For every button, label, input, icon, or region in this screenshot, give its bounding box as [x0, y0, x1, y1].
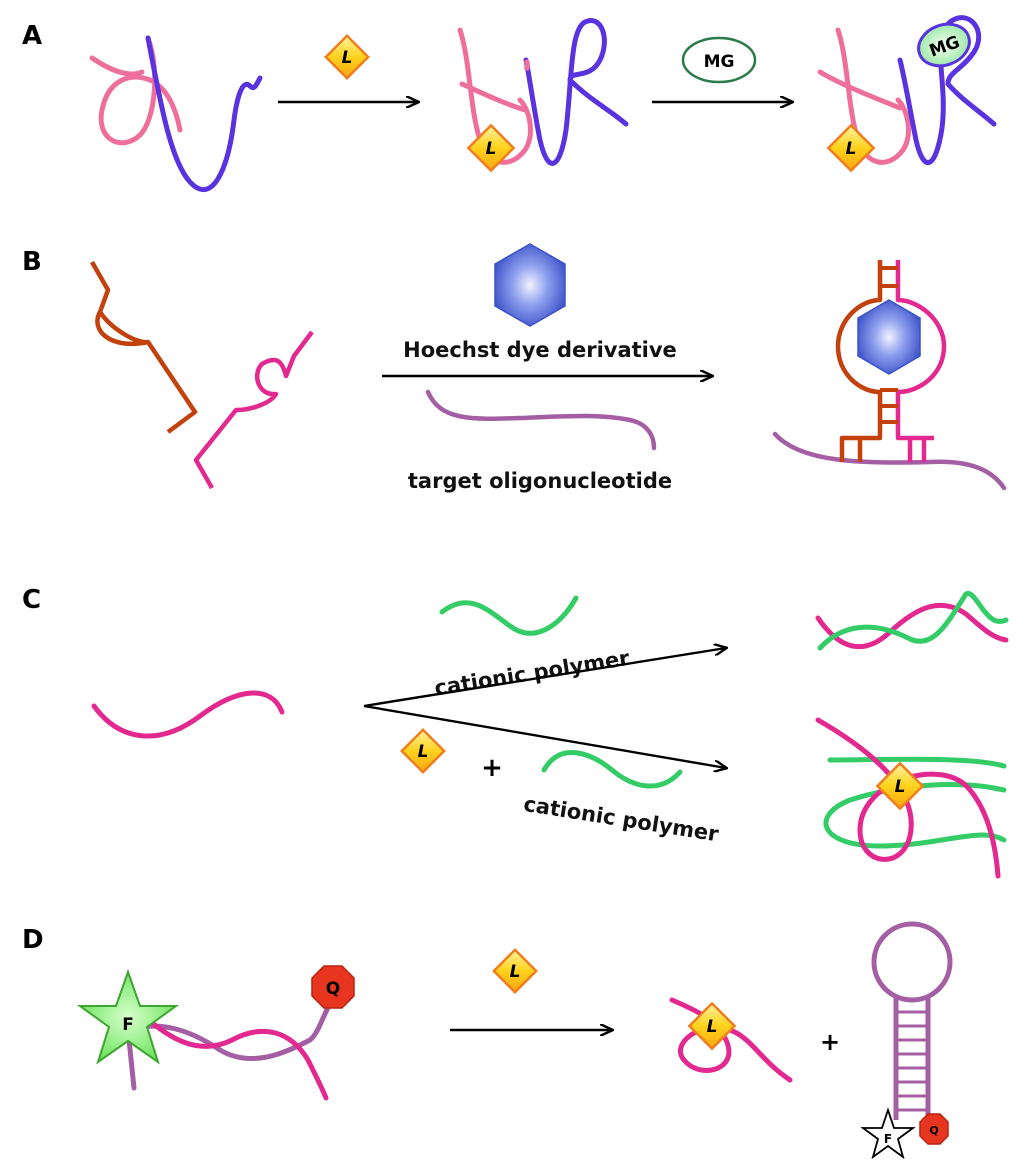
hoechst-dye-caption: Hoechst dye derivative	[403, 338, 677, 362]
quencher-label: Q	[326, 979, 340, 999]
bound-ligand-label: L	[486, 139, 497, 159]
reaction-arrow-upper	[363, 648, 726, 708]
ligand-marker: L	[324, 34, 370, 80]
panel-b-label: B	[22, 247, 42, 277]
cationic-polymer-caption-top: cationic polymer	[433, 646, 632, 701]
ligand-label: L	[510, 962, 521, 982]
bound-ligand-label: L	[846, 139, 857, 159]
ligand-label: L	[418, 742, 429, 762]
cationic-polymer-strand	[541, 750, 683, 789]
ligand-marker: L	[400, 728, 446, 774]
target-oligonucleotide	[425, 389, 657, 451]
panel-a: A L L MG	[22, 15, 997, 192]
quencher-octagon	[311, 965, 355, 1009]
malachite-green-dye: MG	[681, 36, 757, 84]
bound-ligand-label: L	[895, 777, 906, 797]
reaction-arrow-lower	[363, 704, 726, 768]
panel-a-label: A	[22, 21, 42, 51]
ligand-label: L	[342, 48, 353, 68]
panel-d: D F Q L L +	[22, 921, 953, 1160]
panel-c-label: C	[22, 585, 41, 615]
fluorophore-quencher-duplex: F Q	[76, 965, 355, 1101]
quencher-label-small: Q	[929, 1124, 938, 1137]
hoechst-dye-hexagon	[494, 243, 566, 327]
panel-c: C cationic polymer L + cationic polymer …	[22, 585, 1009, 879]
aptamer-ligand-mg-complex: MG L	[817, 15, 997, 173]
plus-sign: +	[820, 1028, 840, 1056]
single-strand-nucleic-acid	[91, 690, 285, 739]
fluorophore-star	[76, 968, 180, 1065]
quencher-octagon-small	[919, 1113, 949, 1145]
aptamer-strand-unbound	[89, 35, 263, 192]
bound-hoechst-dye	[857, 299, 921, 375]
panel-d-label: D	[22, 925, 44, 955]
target-oligonucleotide-caption: target oligonucleotide	[408, 469, 672, 493]
molecular-beacon-hairpin: F Q	[860, 921, 953, 1160]
panel-b: B Hoechst dye derivative target oligonuc…	[22, 243, 1007, 493]
plus-sign: +	[481, 753, 503, 783]
mg-label: MG	[704, 52, 735, 72]
fluorophore-label: F	[122, 1015, 134, 1035]
aptamer-ligand-complex: L	[457, 18, 629, 173]
ligand-marker: L	[492, 948, 538, 994]
probe-strand-rust	[90, 260, 198, 434]
cationic-polymer-caption-bottom: cationic polymer	[522, 792, 721, 847]
probe-strand-pink	[193, 330, 314, 490]
quenched-fluorophore-label: F	[884, 1132, 892, 1146]
bound-ligand-label: L	[707, 1017, 718, 1037]
aptamer-ligand-complex: L	[669, 997, 793, 1083]
probe-target-complex	[772, 260, 1007, 491]
polyplex-compacted: L	[815, 717, 1007, 879]
polyplex-duplex	[815, 591, 1009, 651]
quenched-fluorophore-star	[860, 1107, 916, 1160]
cationic-polymer-strand	[439, 595, 579, 636]
